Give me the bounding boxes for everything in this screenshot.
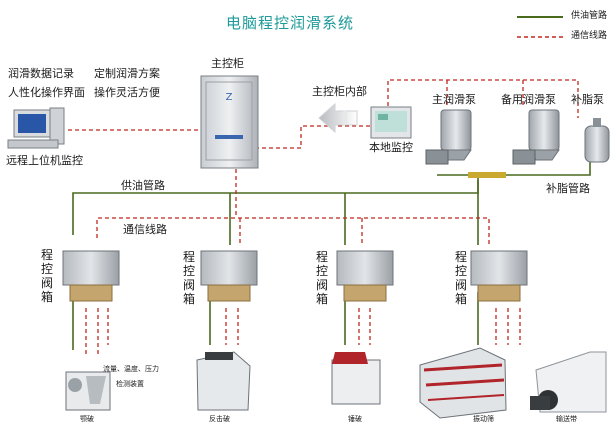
feature-user-interface: 人性化操作界面 <box>8 86 85 99</box>
feature-data-logging: 润滑数据记录 <box>8 67 74 80</box>
comm-valve-header <box>96 217 490 245</box>
machine-label-hammer-crusher: 锤破 <box>348 415 362 423</box>
comm-lines <box>68 79 579 355</box>
jaw-crusher-icon <box>65 371 111 411</box>
valve-box-2-icon <box>200 250 258 302</box>
comm-line-label: 通信线路 <box>123 223 167 236</box>
valve-box-4-icon <box>470 250 528 302</box>
valve-box-3-label: 程控阀箱 <box>315 250 328 306</box>
pump-manifold-icon <box>468 172 506 178</box>
conveyor-belt-icon <box>530 351 607 413</box>
machine-label-impact-crusher: 反击破 <box>209 415 230 423</box>
cabinet-inside-label: 主控柜内部 <box>312 85 367 98</box>
machine-label-vibrating-screen: 振动筛 <box>473 415 494 423</box>
valve-box-1-label: 程控阀箱 <box>40 248 53 304</box>
machine-label-jaw-crusher: 颚破 <box>80 415 94 423</box>
diagram-title: 电脑程控润滑系统 <box>226 14 355 32</box>
detection-label-2: 检测装置 <box>116 380 144 388</box>
legend-graphics <box>517 16 563 38</box>
valve-box-2-label: 程控阀箱 <box>182 250 195 306</box>
left-arrow-icon <box>318 102 358 134</box>
supply-pipe-label: 供油管路 <box>121 179 165 192</box>
computer-icon <box>7 107 65 149</box>
legend-comm-label: 通信线路 <box>571 31 608 41</box>
svg-text:Z: Z <box>226 92 233 103</box>
hammer-crusher-icon <box>331 352 381 405</box>
valve-box-1-icon <box>62 250 120 302</box>
backup-pump-icon <box>512 109 560 165</box>
feature-custom-plan: 定制润滑方案 <box>94 67 160 80</box>
detection-label-1: 流量、温度、压力 <box>103 365 159 373</box>
impact-crusher-icon <box>196 351 251 411</box>
comm-local-pumps <box>255 79 579 149</box>
feature-flexible-operation: 操作灵活方便 <box>94 86 160 99</box>
vibrating-screen-icon <box>419 347 507 419</box>
main-cabinet-icon: Z <box>200 75 259 169</box>
main-pump-label: 主润滑泵 <box>432 93 476 106</box>
grease-line-label: 补脂管路 <box>546 182 590 195</box>
valve-box-3-icon <box>336 250 394 302</box>
grease-pump-label: 补脂泵 <box>571 93 604 106</box>
backup-pump-label: 备用润滑泵 <box>501 93 556 106</box>
main-pump-icon <box>425 109 472 165</box>
valve-box-4-label: 程控阀箱 <box>454 250 467 306</box>
local-monitor-icon <box>370 106 412 139</box>
legend-supply-label: 供油管路 <box>571 11 608 21</box>
local-monitor-label: 本地监控 <box>369 141 413 154</box>
remote-monitor-label: 远程上位机监控 <box>6 154 83 167</box>
machine-label-conveyor: 输送带 <box>556 415 577 423</box>
main-cabinet-label: 主控柜 <box>211 57 244 70</box>
grease-pump-icon <box>584 118 610 163</box>
